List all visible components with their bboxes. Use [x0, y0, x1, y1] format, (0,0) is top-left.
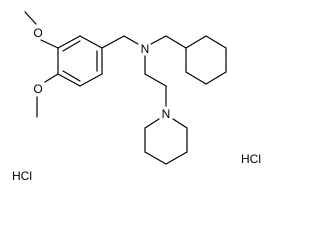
bond: [144, 73, 167, 87]
bond: [24, 11, 37, 25]
bond: [62, 70, 81, 82]
bond: [144, 151, 167, 165]
hcl-salt-label: HCl: [241, 152, 261, 166]
atom-labels: O O N N HCl HCl: [12, 26, 261, 183]
nitrogen-atom-label: N: [141, 42, 150, 56]
hcl-salt-label: HCl: [12, 169, 32, 183]
bond: [205, 71, 227, 85]
bond: [165, 35, 187, 49]
nitrogen-atom-label: N: [162, 107, 171, 121]
bond: [123, 35, 139, 45]
bond: [79, 35, 103, 49]
bonds: [24, 11, 227, 165]
bond: [62, 40, 81, 52]
bond: [101, 35, 125, 49]
bond: [57, 73, 81, 87]
oxygen-atom-label: O: [33, 26, 42, 40]
bond: [44, 73, 59, 83]
bond: [165, 151, 188, 165]
bond: [185, 35, 207, 49]
bond: [144, 118, 160, 129]
bond: [79, 73, 103, 87]
bond: [150, 35, 167, 45]
bond: [172, 118, 188, 129]
bond: [205, 35, 227, 49]
bond: [57, 35, 81, 49]
chemical-structure: O O N N HCl HCl: [12, 11, 261, 183]
oxygen-atom-label: O: [33, 82, 42, 96]
bond: [185, 71, 207, 85]
bond: [40, 39, 59, 49]
